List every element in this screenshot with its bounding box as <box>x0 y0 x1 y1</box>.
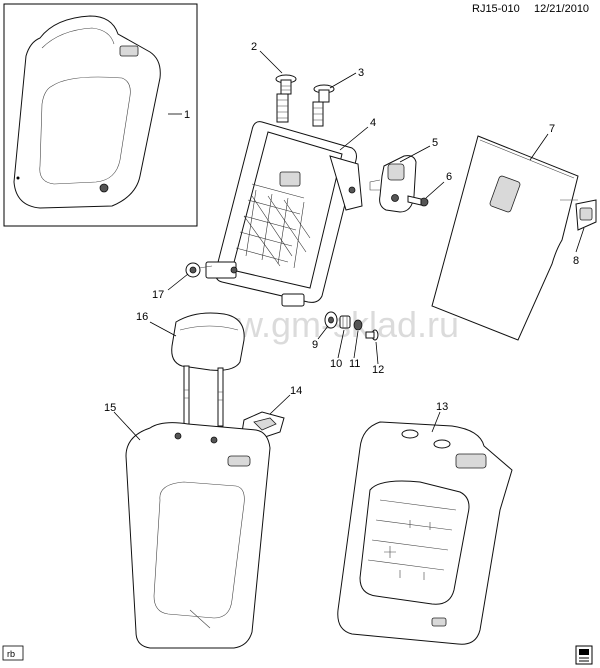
callout-15: 15 <box>104 402 116 414</box>
part-2-pin <box>275 74 297 123</box>
leader-lines <box>113 50 585 441</box>
callout-8: 8 <box>573 255 579 267</box>
callout-3: 3 <box>358 67 364 79</box>
callout-5: 5 <box>432 137 438 149</box>
callout-7: 7 <box>549 123 555 135</box>
callout-6: 6 <box>446 171 452 183</box>
diagram-code: RJ15-010 <box>472 3 520 15</box>
callout-2: 2 <box>251 41 257 53</box>
part-13-pad <box>337 421 513 645</box>
corner-tag: rb <box>2 645 24 661</box>
part-17-washer <box>185 262 213 278</box>
part-3-pin <box>312 84 335 127</box>
part-7-panel <box>431 135 579 341</box>
logo-icon <box>575 645 593 665</box>
part-1-inset <box>3 3 198 227</box>
callout-14: 14 <box>290 385 302 397</box>
part-12-bolt <box>365 329 379 341</box>
callout-11: 11 <box>349 358 360 370</box>
part-4-frame <box>205 121 363 307</box>
part-9-washer <box>324 311 338 329</box>
callout-16: 16 <box>136 311 148 323</box>
part-8-clip <box>575 199 597 231</box>
callout-10: 10 <box>330 358 342 370</box>
corner-tag-label: rb <box>7 649 15 659</box>
callout-13: 13 <box>436 401 448 413</box>
callout-12: 12 <box>372 364 384 376</box>
part-6-screw <box>407 195 429 207</box>
callout-9: 9 <box>312 339 318 351</box>
diagram-date: 12/21/2010 <box>534 3 589 15</box>
part-15-cushion <box>125 422 271 649</box>
callout-1: 1 <box>184 109 190 121</box>
callouts: 1 2 3 4 5 6 7 8 9 10 11 12 13 14 15 16 1… <box>104 41 579 414</box>
part-11-nut <box>353 319 363 331</box>
part-10-bushing <box>339 315 351 329</box>
callout-4: 4 <box>370 117 376 129</box>
callout-17: 17 <box>152 289 164 301</box>
part-16-headrest <box>171 312 245 427</box>
part-5-latch <box>369 155 417 213</box>
